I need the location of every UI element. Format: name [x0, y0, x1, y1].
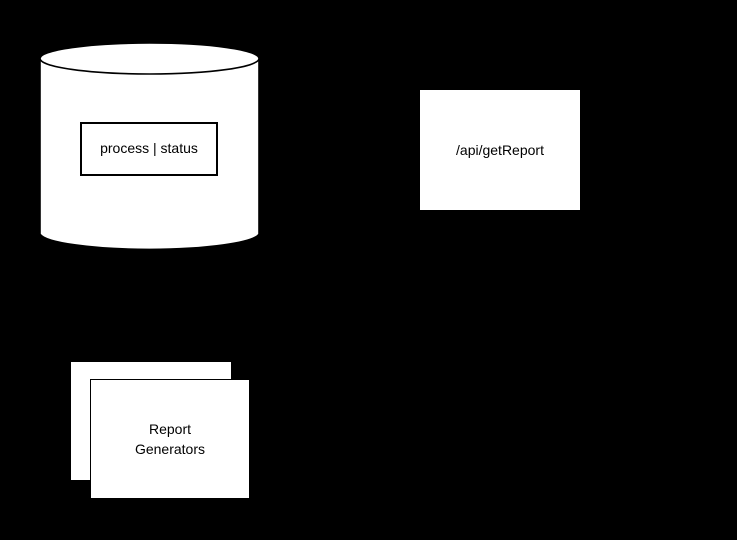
database-node[interactable]: process | status: [39, 42, 260, 251]
database-inner-label: process | status: [100, 140, 198, 157]
report-generators-label: Report Generators: [135, 419, 205, 460]
database-inner-box[interactable]: process | status: [80, 122, 218, 176]
api-endpoint-label: /api/getReport: [456, 141, 544, 158]
api-endpoint-node[interactable]: /api/getReport: [420, 90, 580, 210]
report-generators-node[interactable]: Report Generators: [71, 362, 251, 500]
report-generators-label-line-1: Report: [148, 420, 191, 437]
report-generators-label-line-2: Generators: [134, 441, 206, 457]
report-generators-front-box[interactable]: Report Generators: [90, 379, 250, 499]
